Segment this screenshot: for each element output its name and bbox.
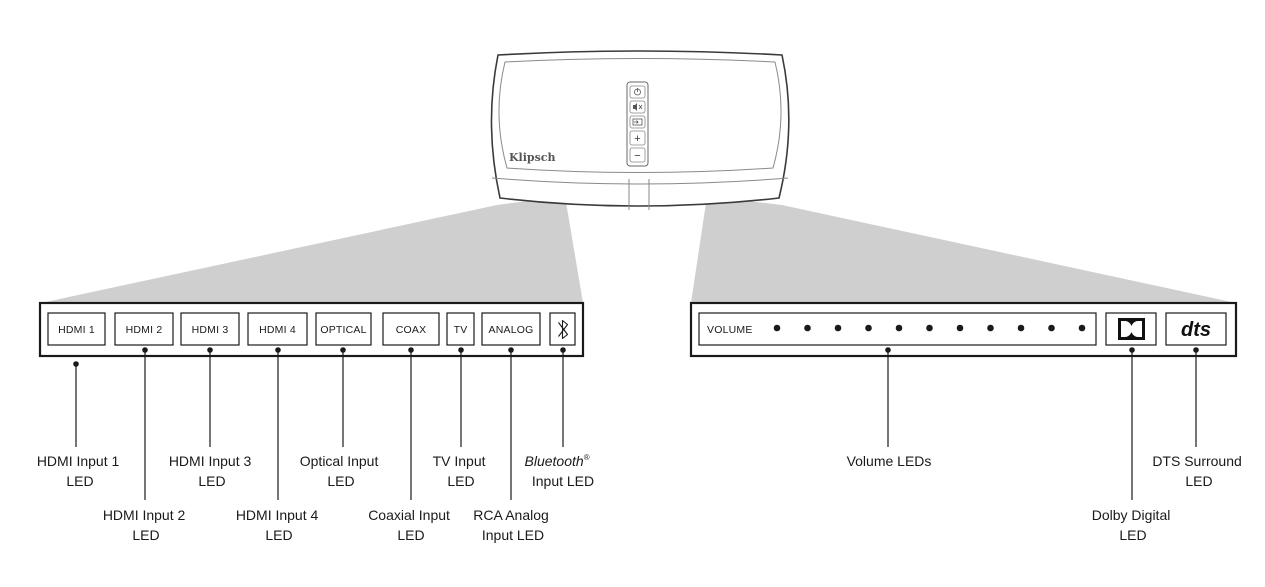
dolby-logo xyxy=(1118,318,1145,340)
input-label-optical: OPTICAL xyxy=(320,324,366,336)
callout-hdmi2: HDMI Input 2 LED xyxy=(103,507,189,543)
callout-dolby: Dolby Digital LED xyxy=(1092,507,1174,543)
volume-led-7 xyxy=(956,324,964,332)
volume-led-11 xyxy=(1078,324,1086,332)
callout-hdmi3: HDMI Input 3 LED xyxy=(169,453,255,489)
callout-hdmi4: HDMI Input 4 LED xyxy=(236,507,322,543)
left-zoom-wedge xyxy=(41,196,583,303)
volume-up-button[interactable]: + xyxy=(629,130,646,146)
callout-tv: TV Input LED xyxy=(433,453,490,489)
callout-volume: Volume LEDs xyxy=(847,453,932,469)
input-box-hdmi1 xyxy=(47,312,106,346)
input-box-optical xyxy=(315,312,372,346)
volume-led-6 xyxy=(926,324,933,332)
input-label-tv: TV xyxy=(454,324,468,336)
volume-led-3 xyxy=(834,324,842,332)
mute-icon[interactable] xyxy=(629,100,646,114)
power-icon[interactable] xyxy=(629,85,646,99)
input-box-analog xyxy=(481,312,541,346)
volume-led-1 xyxy=(773,324,781,332)
volume-led-9 xyxy=(1017,324,1025,332)
bluetooth-icon xyxy=(558,319,569,340)
callout-bluetooth: Bluetooth® Input LED xyxy=(525,447,595,489)
callout-hdmi1: HDMI Input 1 LED xyxy=(37,453,123,489)
volume-led-2 xyxy=(804,324,811,332)
right-zoom-wedge xyxy=(691,196,1236,303)
input-box-hdmi4 xyxy=(247,312,308,346)
volume-led-row xyxy=(773,324,1086,332)
volume-led-10 xyxy=(1048,324,1055,332)
volume-label: VOLUME xyxy=(707,324,753,336)
leader-lines xyxy=(73,347,1199,500)
volume-led-5 xyxy=(895,324,903,332)
bluetooth-led-box xyxy=(549,312,576,346)
dts-logo: dts xyxy=(1181,319,1211,341)
input-label-hdmi3: HDMI 3 xyxy=(192,324,229,336)
callout-coax: Coaxial Input LED xyxy=(368,507,454,543)
input-led-panel: HDMI 1 HDMI 2 HDMI 3 HDMI 4 OPTICAL COAX TV ANA… xyxy=(38,301,585,358)
device-top-rim xyxy=(498,58,782,173)
callout-analog: RCA Analog Input LED xyxy=(473,507,552,543)
volume-led-8 xyxy=(987,324,994,332)
device-front-edge xyxy=(491,177,789,185)
callout-optical: Optical Input LED xyxy=(300,453,383,489)
volume-down-glyph: − xyxy=(634,150,640,162)
input-box-hdmi3 xyxy=(180,312,240,346)
callout-dts: DTS Surround LED xyxy=(1152,453,1245,489)
input-icon[interactable] xyxy=(629,115,646,129)
input-label-hdmi2: HDMI 2 xyxy=(126,324,163,336)
input-box-tv xyxy=(446,312,475,346)
output-led-panel: VOLUME dts xyxy=(689,301,1238,358)
dts-box xyxy=(1165,312,1227,346)
device-brand-logo: Klipsch xyxy=(509,151,556,164)
volume-led-4 xyxy=(865,324,872,332)
input-box-coax xyxy=(382,312,440,346)
callout-labels: HDMI Input 1 LED HDMI Input 2 LED HDMI I… xyxy=(37,447,1245,543)
input-label-analog: ANALOG xyxy=(489,324,534,336)
soundbar-device: Klipsch + − xyxy=(490,50,790,210)
volume-down-button[interactable]: − xyxy=(629,147,646,163)
input-label-hdmi1: HDMI 1 xyxy=(58,324,95,336)
input-label-coax: COAX xyxy=(396,324,427,336)
input-led-boxes: HDMI 1 HDMI 2 HDMI 3 HDMI 4 OPTICAL COAX TV ANA… xyxy=(47,312,541,346)
input-label-hdmi4: HDMI 4 xyxy=(259,324,296,336)
volume-up-glyph: + xyxy=(634,133,640,145)
input-box-hdmi2 xyxy=(114,312,174,346)
